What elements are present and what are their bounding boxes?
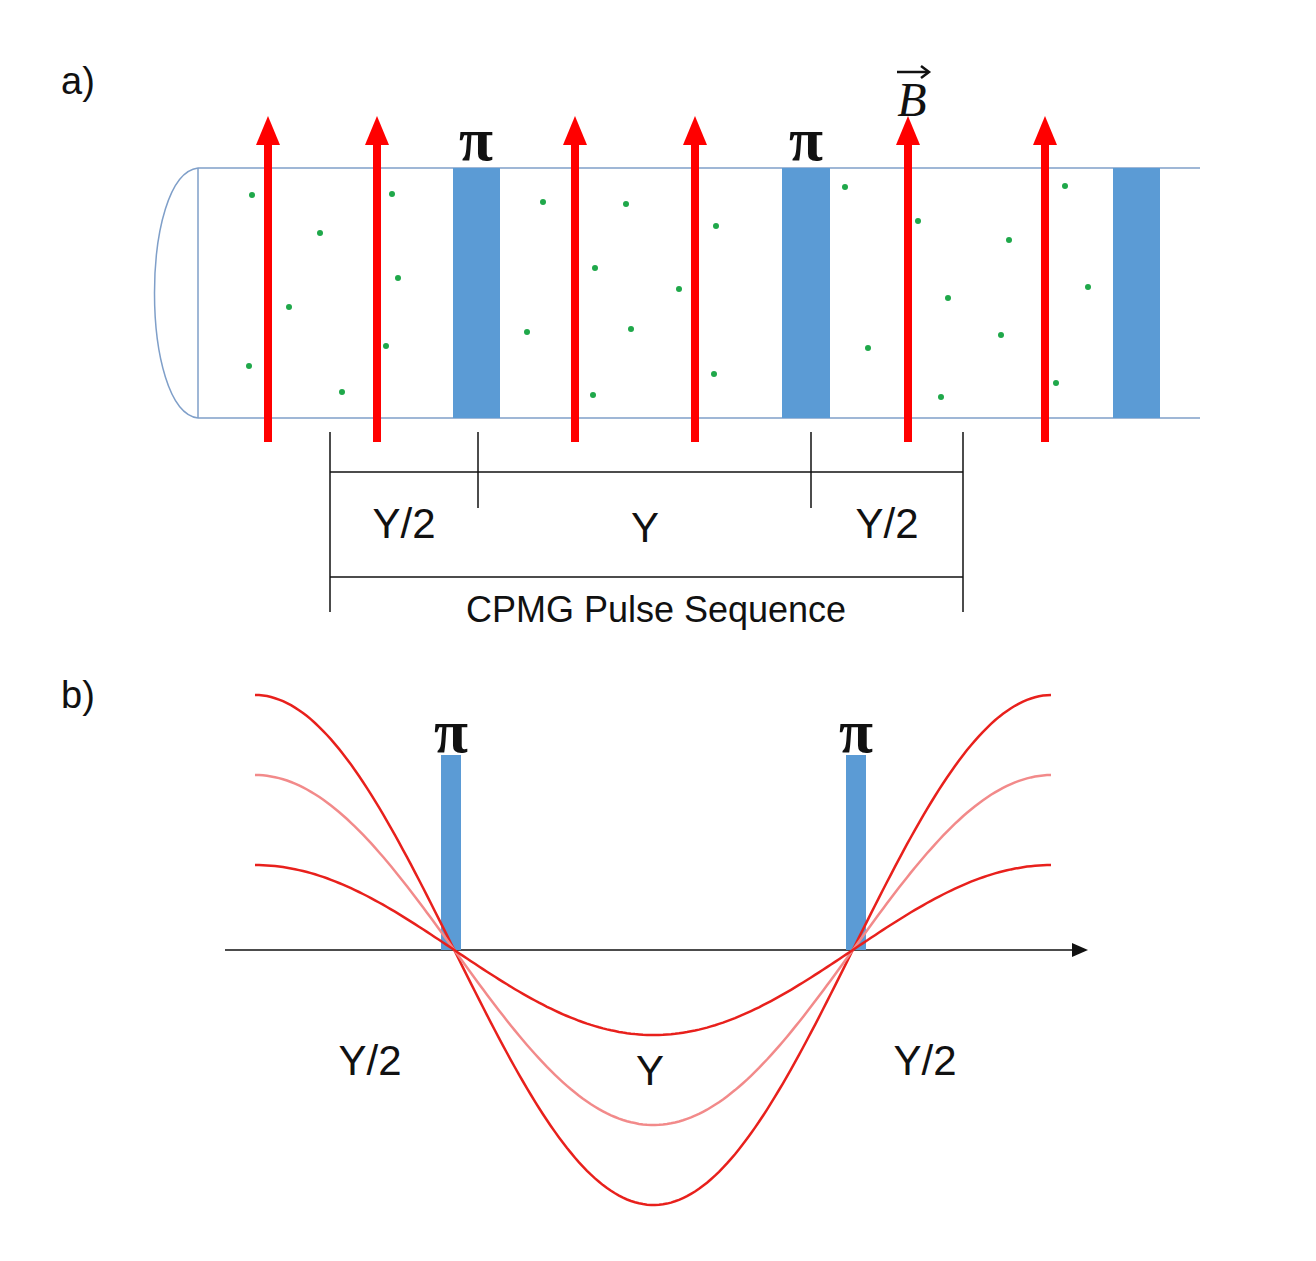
time-axis [225,943,1088,957]
arrow-head [683,116,707,145]
spin-dot [1053,380,1059,386]
field-label: B [897,76,926,124]
spin-dot [395,275,401,281]
field-arrow [373,140,381,442]
spin-dot [592,265,598,271]
spin-dot [676,286,682,292]
spin-dot [246,363,252,369]
field-curves [255,695,1051,1205]
interval-label: Y/2 [855,503,918,545]
spin-dot [524,329,530,335]
panel-label: b) [61,676,95,714]
spin-dot [540,199,546,205]
spin-dot [713,223,719,229]
spin-dot [339,389,345,395]
spin-dot [628,326,634,332]
pi-pulse-bars [441,755,866,950]
spin-dot [1085,284,1091,290]
spin-dot [383,343,389,349]
spin-dot [389,191,395,197]
spin-dot [1062,183,1068,189]
field-arrow [571,140,579,442]
interval-label: Y/2 [372,503,435,545]
spin-dot [317,230,323,236]
interval-label: Y/2 [338,1040,401,1082]
field-arrows [256,116,1057,442]
spin-dot [1006,237,1012,243]
field-curve [255,775,1051,1125]
interval-label: Y/2 [893,1040,956,1082]
pulse-label: π [434,700,468,762]
spin-dot [842,184,848,190]
pulse-label: π [459,108,493,170]
field-curve [255,865,1051,1035]
arrow-head [256,116,280,145]
spin-dot [865,345,871,351]
sequence-label: CPMG Pulse Sequence [466,592,846,628]
interval-label: Y [636,1050,664,1092]
spin-dot [623,201,629,207]
field-arrow [904,140,912,442]
field-arrow [1041,140,1049,442]
spin-dot [286,304,292,310]
spin-dot [915,218,921,224]
field-arrow [691,140,699,442]
spin-dots [246,183,1091,400]
pulse-label: π [789,108,823,170]
spin-dot [249,192,255,198]
spin-dot [711,371,717,377]
pulse-label: π [839,700,873,762]
pi-pulse-bars [453,168,1160,418]
spin-dot [998,332,1004,338]
field-curve [255,695,1051,1205]
arrow-head [365,116,389,145]
spin-dot [938,394,944,400]
field-arrow [264,140,272,442]
spin-dot [945,295,951,301]
spin-dot [590,392,596,398]
timing-brackets [330,432,963,612]
interval-label: Y [631,507,659,549]
arrow-head [1033,116,1057,145]
arrow-head [563,116,587,145]
panel-label: a) [61,62,95,100]
